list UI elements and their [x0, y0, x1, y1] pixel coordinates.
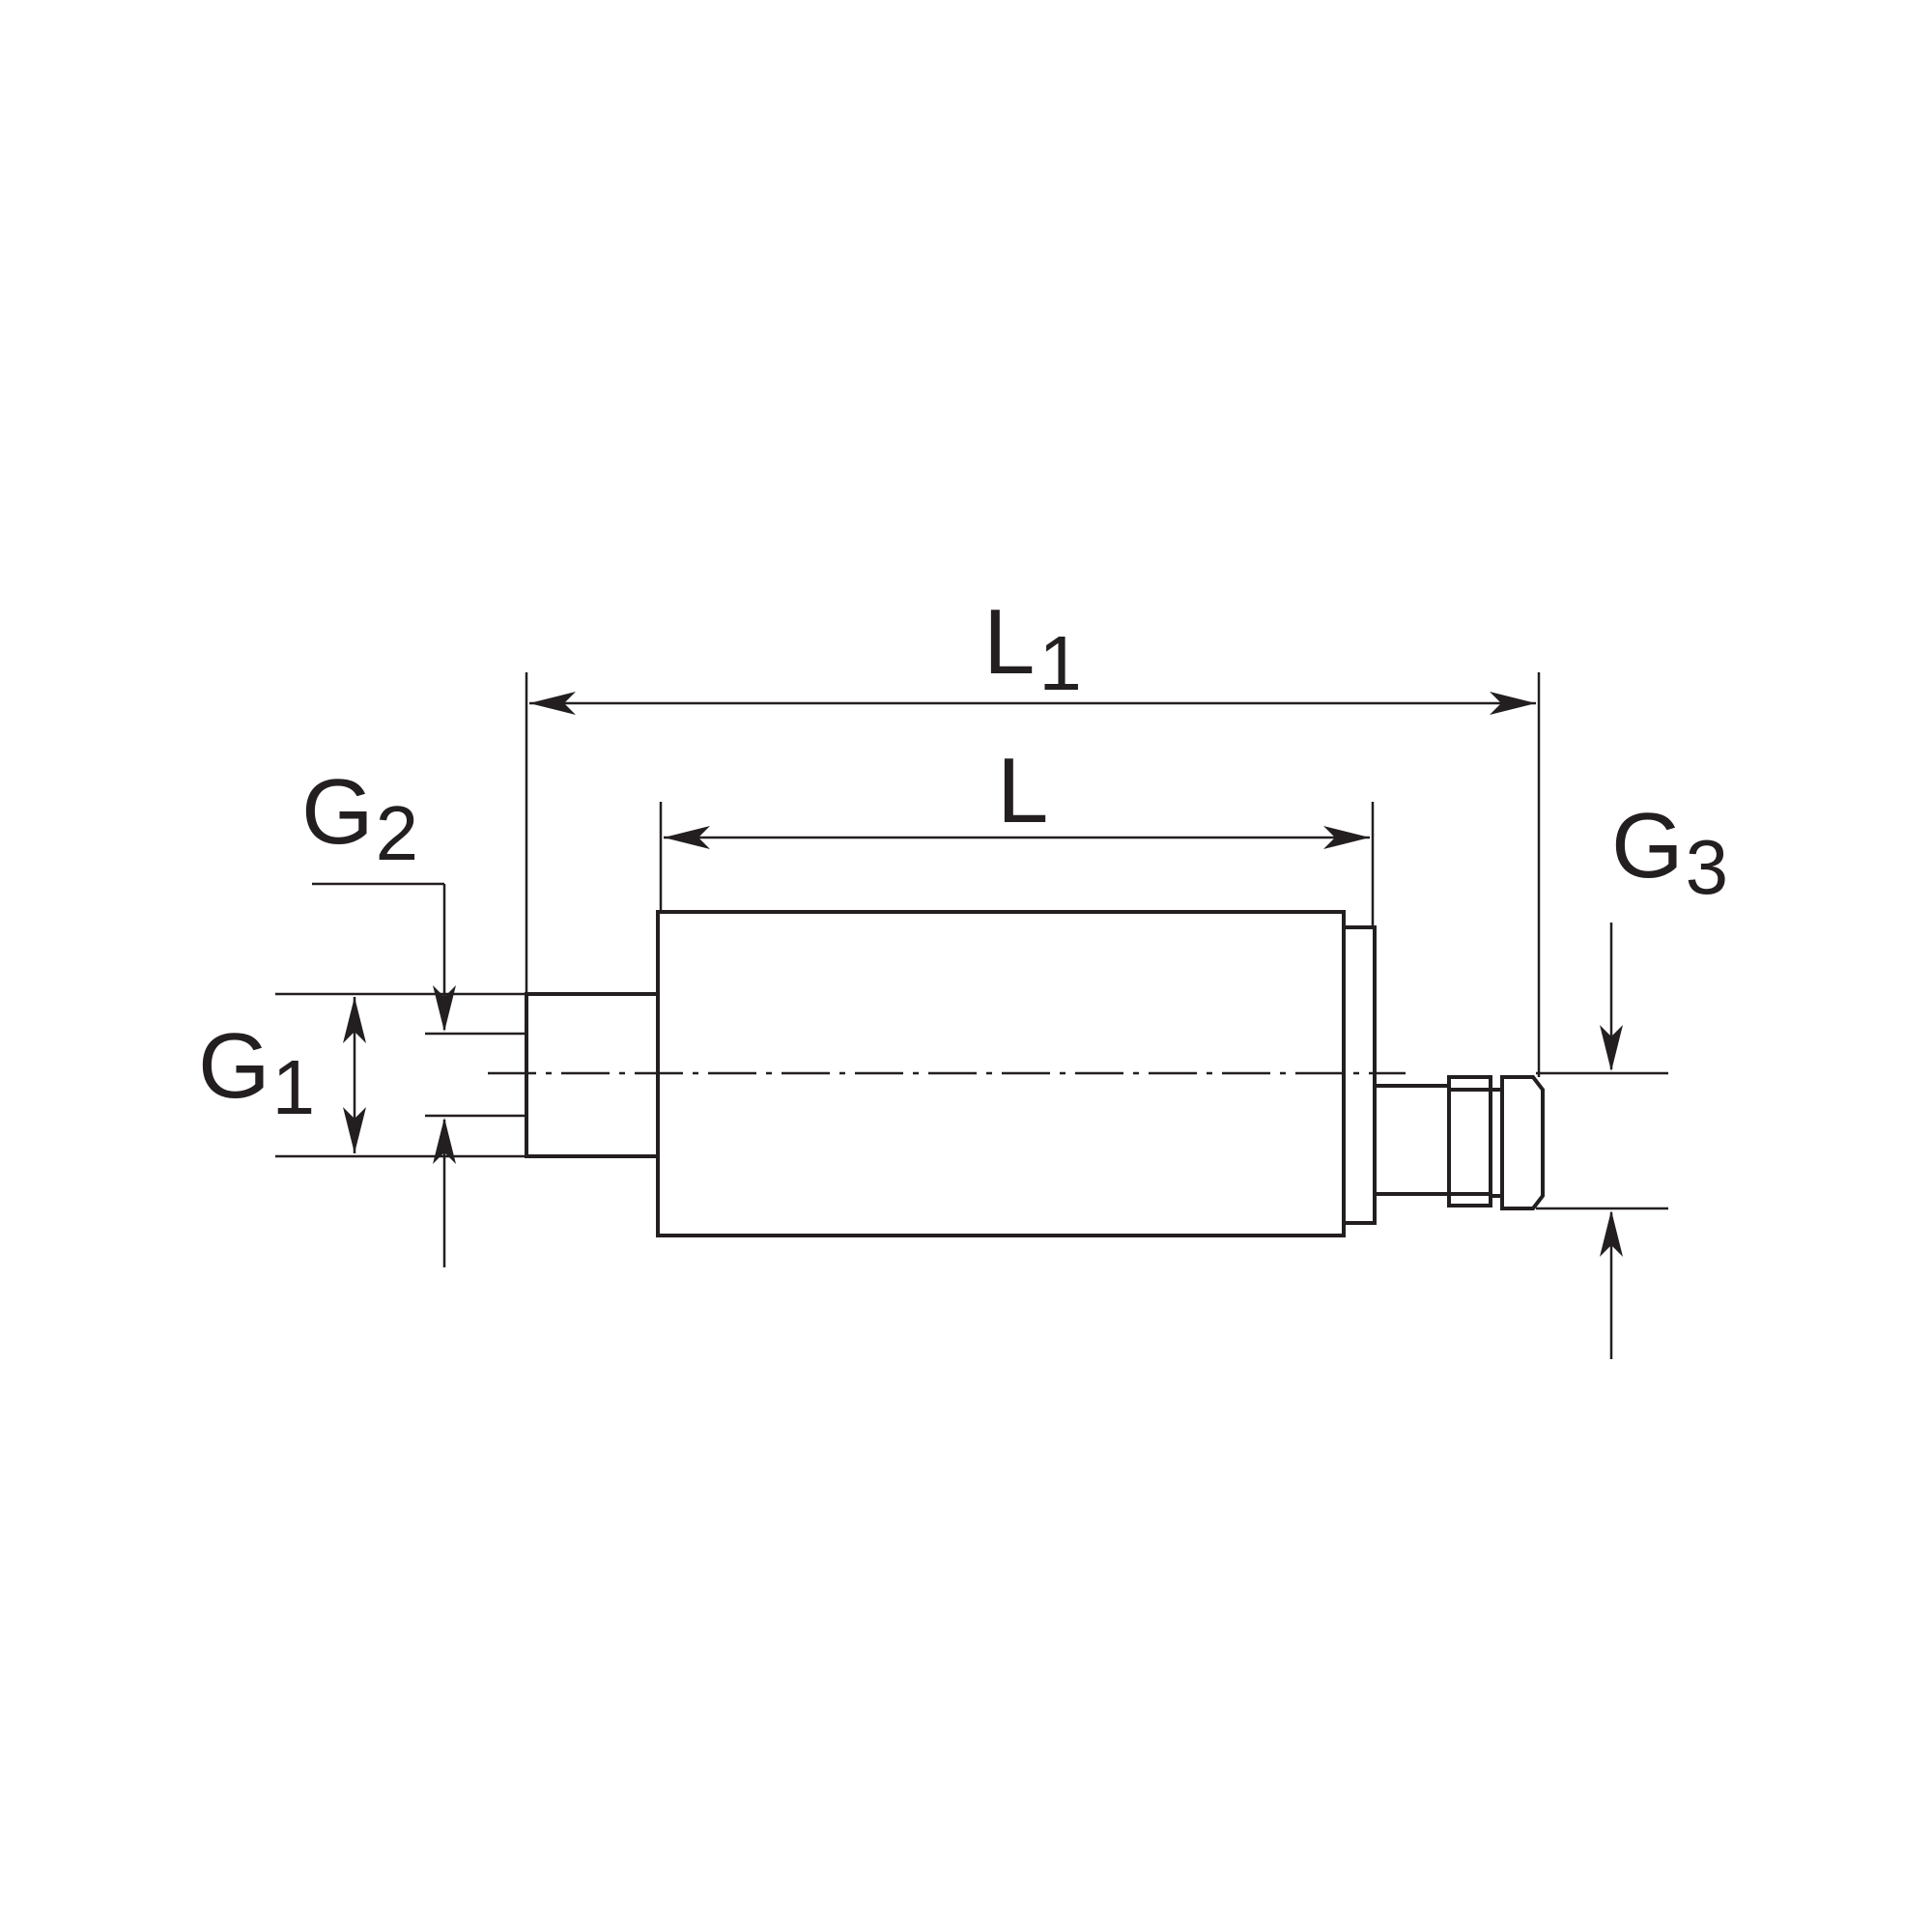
dimension-g1: G1	[198, 992, 526, 1158]
label-g3-sub: 3	[1686, 824, 1729, 910]
label-g1-sub: 1	[272, 1044, 316, 1130]
outlet-thread-end	[1500, 1075, 1545, 1210]
label-l: L	[997, 739, 1048, 842]
label-g1-main: G	[198, 1014, 270, 1118]
dimension-l: L	[659, 739, 1375, 927]
outlet-neck	[1373, 1084, 1451, 1196]
dimension-l1: L1	[525, 590, 1541, 1077]
label-g2: G2	[301, 760, 418, 876]
label-g3-main: G	[1611, 794, 1684, 897]
dimension-g2: G2	[301, 760, 526, 1267]
label-g3: G3	[1611, 794, 1728, 910]
dimension-g3: G3	[1536, 794, 1728, 1359]
label-g2-main: G	[301, 760, 374, 864]
outlet-nut	[1447, 1075, 1492, 1208]
label-g2-sub: 2	[376, 790, 419, 876]
inlet-fitting	[525, 992, 660, 1158]
label-l1-sub: 1	[1038, 620, 1082, 706]
label-g1: G1	[198, 1014, 315, 1130]
end-flange	[1342, 925, 1377, 1225]
label-l1-main: L	[983, 590, 1035, 694]
label-l1: L1	[983, 590, 1082, 706]
